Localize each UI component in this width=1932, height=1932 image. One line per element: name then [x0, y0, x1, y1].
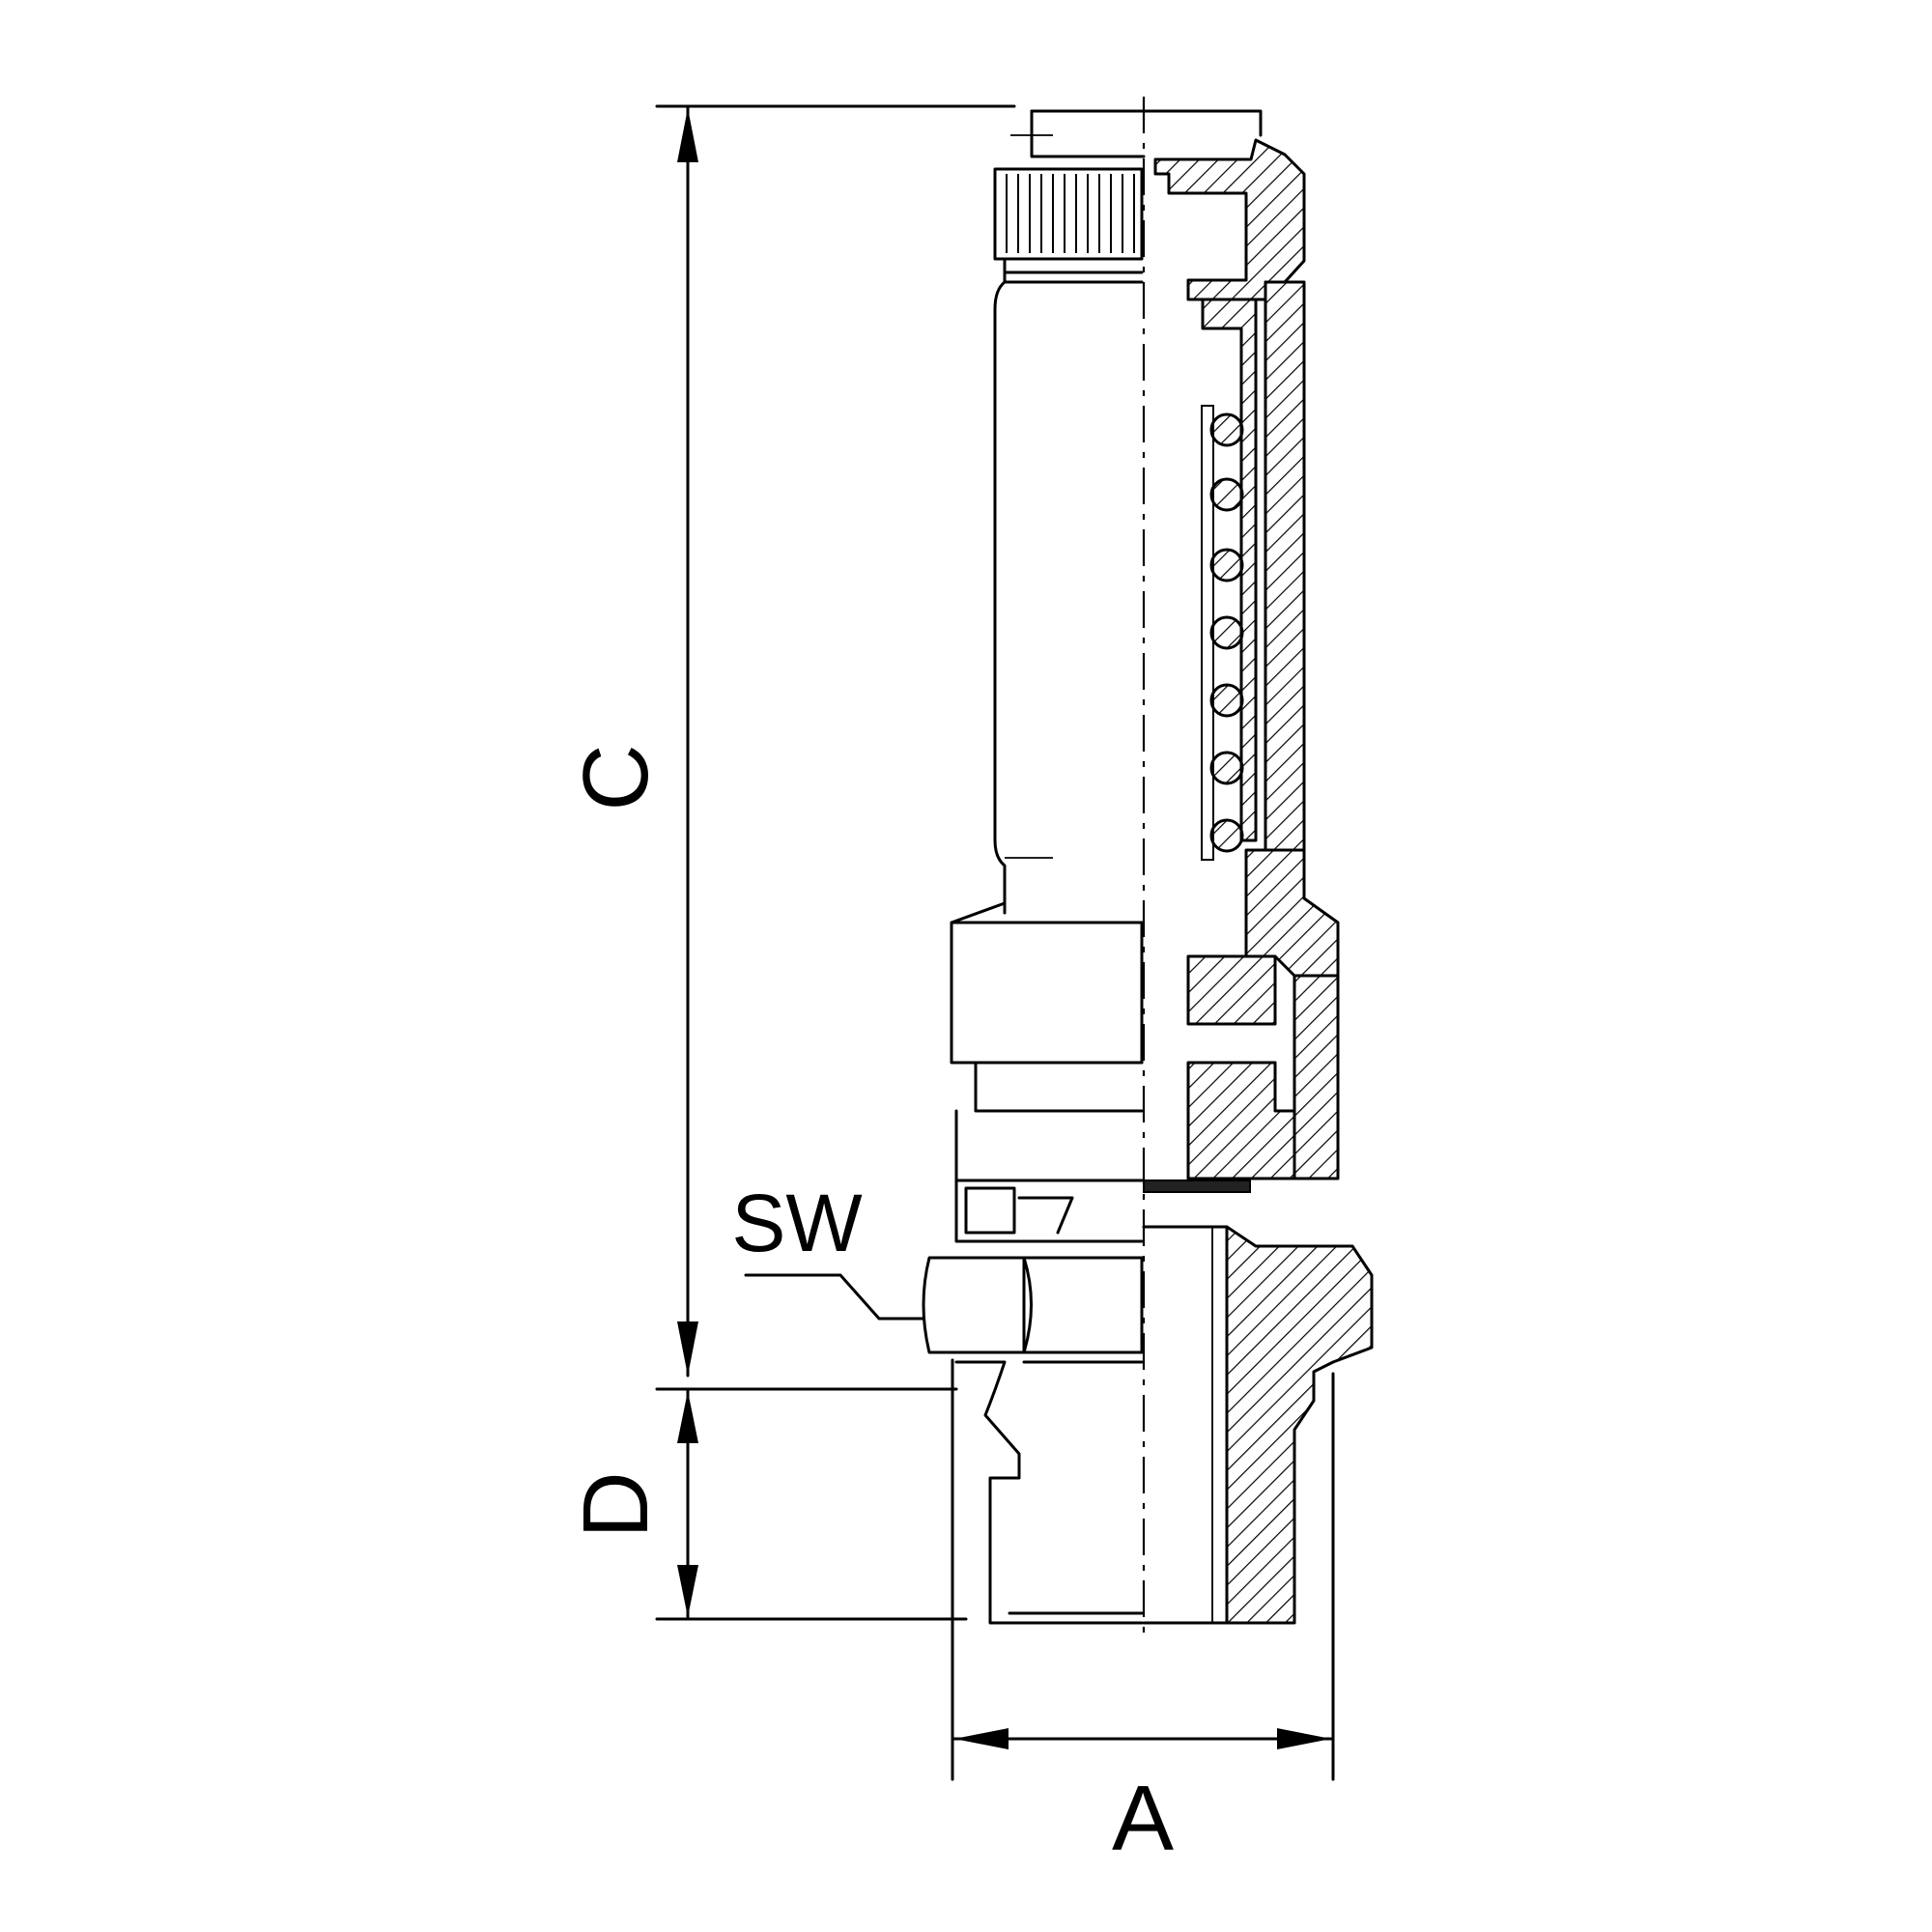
label-sw: SW [731, 1178, 862, 1268]
spring-coils [1201, 405, 1244, 861]
dimension-d [655, 1387, 968, 1621]
label-d: D [564, 1471, 668, 1538]
sw-leader [744, 1273, 924, 1321]
exterior-view [922, 109, 1146, 1625]
label-a: A [1112, 1767, 1174, 1870]
label-c: C [564, 744, 668, 810]
dimension-a [951, 1358, 1335, 1781]
section-view [1142, 109, 1374, 1625]
dimension-c [655, 104, 1016, 1378]
knurl-lines [1006, 174, 1135, 253]
